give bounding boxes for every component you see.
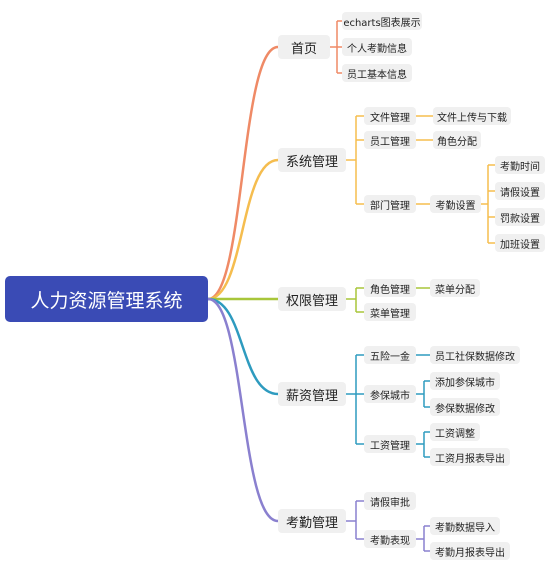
node-wage-report-export: 工资月报表导出 [430, 448, 510, 466]
node-add-insured-city: 添加参保城市 [430, 372, 500, 390]
branch-system: 系统管理 [278, 148, 346, 172]
node-menu-assign: 菜单分配 [430, 279, 480, 297]
root-node: 人力资源管理系统 [5, 276, 208, 322]
node-personal-attendance: 个人考勤信息 [342, 38, 412, 56]
node-insurance: 五险一金 [364, 346, 416, 364]
branch-attendance: 考勤管理 [278, 509, 346, 533]
node-echarts: echarts图表展示 [342, 12, 422, 30]
node-social-data-edit: 员工社保数据修改 [430, 346, 520, 364]
node-file-upload: 文件上传与下载 [433, 107, 511, 125]
node-attendance-performance: 考勤表现 [364, 530, 416, 548]
node-wage-adjust: 工资调整 [430, 423, 480, 441]
node-overtime-settings: 加班设置 [495, 234, 545, 252]
node-leave-settings: 请假设置 [495, 182, 545, 200]
node-attendance-settings: 考勤设置 [430, 195, 481, 213]
node-attendance-time: 考勤时间 [495, 156, 545, 174]
node-fine-settings: 罚款设置 [495, 208, 545, 226]
node-attendance-report-export: 考勤月报表导出 [430, 542, 510, 560]
node-role-assign: 角色分配 [433, 131, 481, 149]
branch-permission: 权限管理 [278, 287, 346, 311]
node-file-mgmt: 文件管理 [364, 107, 416, 125]
branch-salary: 薪资管理 [278, 382, 346, 406]
node-menu-mgmt: 菜单管理 [364, 303, 416, 321]
node-wage-mgmt: 工资管理 [364, 435, 416, 453]
node-employee-info: 员工基本信息 [342, 64, 412, 82]
node-leave-approval: 请假审批 [364, 492, 416, 510]
node-dept-mgmt: 部门管理 [364, 195, 416, 213]
node-insured-data-edit: 参保数据修改 [430, 398, 500, 416]
node-insured-city: 参保城市 [364, 385, 416, 403]
node-role-mgmt: 角色管理 [364, 279, 416, 297]
branch-home: 首页 [278, 35, 330, 59]
node-staff-mgmt: 员工管理 [364, 131, 416, 149]
node-attendance-import: 考勤数据导入 [430, 517, 500, 535]
